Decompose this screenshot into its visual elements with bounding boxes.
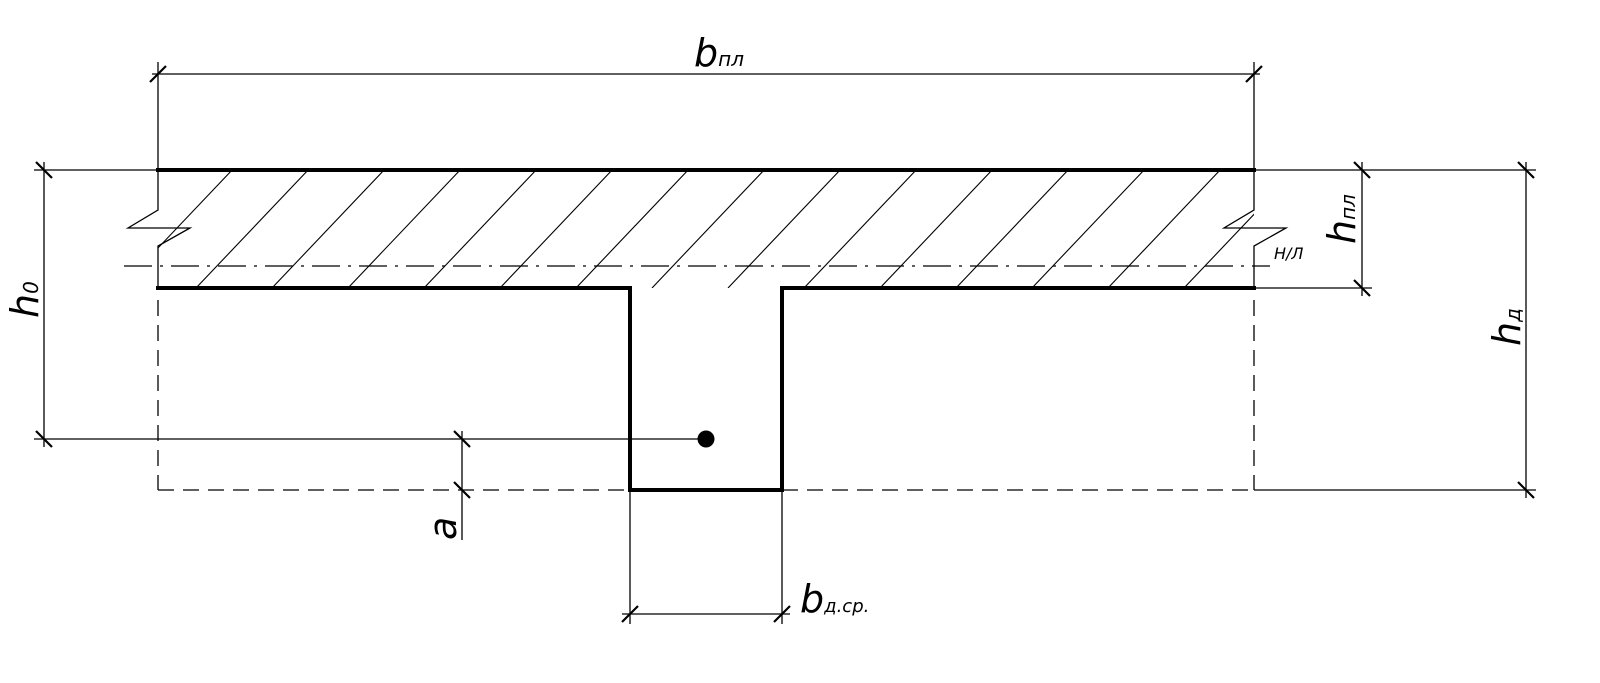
hatch-line [423, 170, 537, 288]
section-outline [156, 286, 1256, 492]
dimension-a: a [421, 430, 471, 540]
dimension-h-beam: hд [1254, 161, 1536, 499]
label-h-beam-main: h [1485, 322, 1529, 346]
label-h-beam-sub: д [1501, 308, 1525, 323]
hatch-line [651, 170, 765, 288]
hatch-line [271, 170, 385, 288]
hatch-line [347, 170, 461, 288]
label-b-beam-main: b [800, 577, 824, 621]
hatch-line [955, 170, 1069, 288]
dimension-b-slab: bпл [149, 31, 1263, 170]
hatch-line [499, 170, 613, 288]
label-b-slab-sub: пл [718, 47, 744, 71]
hatch-line [803, 170, 917, 288]
hatch-line [879, 170, 993, 288]
slab-break-line-left [125, 170, 193, 288]
dimension-h0: h0 [3, 161, 706, 448]
label-h-slab-main: h [1320, 220, 1364, 244]
slab-hatching [158, 170, 1254, 288]
svg-text:hпл: hпл [1320, 194, 1364, 244]
dimension-b-beam: bд.ср. [621, 490, 869, 624]
label-a: a [421, 517, 465, 540]
svg-text:a: a [421, 517, 465, 540]
label-b-beam-sub: д.ср. [823, 596, 869, 617]
hatch-line [575, 170, 689, 288]
slab-break-line-right [1221, 170, 1289, 288]
svg-text:bд.ср.: bд.ср. [800, 577, 869, 621]
svg-text:hд: hд [1485, 308, 1529, 346]
hatch-line [727, 170, 841, 288]
hatch-line [1107, 170, 1221, 288]
hatch-line [1183, 213, 1254, 288]
hatch-line [1031, 170, 1145, 288]
label-h-slab-sub: пл [1336, 194, 1360, 220]
neutral-axis-label: Н/Л [1274, 244, 1303, 263]
label-b-slab-main: b [694, 31, 718, 75]
hatch-line [195, 170, 309, 288]
hatch-line [158, 170, 233, 249]
svg-text:h0: h0 [3, 281, 47, 318]
svg-text:bпл: bпл [694, 31, 744, 75]
label-h0-main: h [3, 294, 47, 318]
label-h0-sub: 0 [19, 281, 43, 294]
dimension-h-slab: hпл [1254, 161, 1372, 297]
